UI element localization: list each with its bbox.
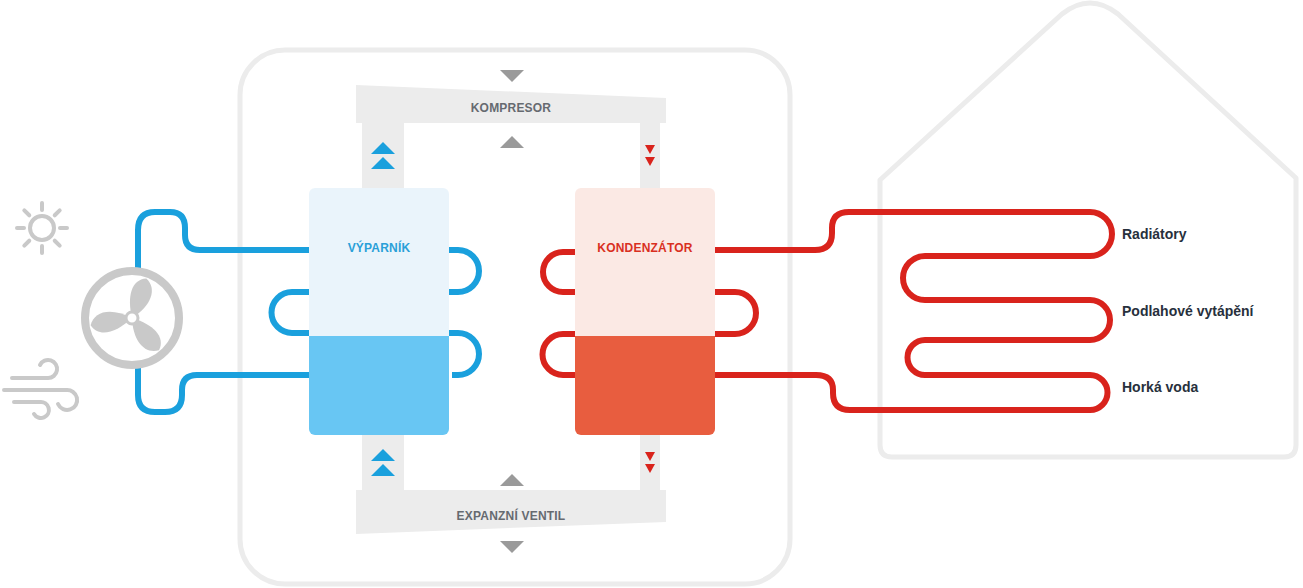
condenser-box: KONDENZÁTOR — [575, 188, 715, 435]
expansion-valve-band: EXPANZNÍ VENTIL — [356, 490, 666, 534]
heating-use-label: Horká voda — [1122, 379, 1198, 395]
node-title: KONDENZÁTOR — [575, 241, 715, 255]
fan-icon — [85, 271, 179, 365]
house-outline — [880, 3, 1296, 457]
flow-arrowhead — [371, 464, 395, 476]
connector-band — [362, 434, 404, 491]
node-title: VÝPARNÍK — [309, 241, 449, 255]
refrigerant-connector — [371, 434, 395, 491]
heating-use-label: Radiátory — [1122, 226, 1187, 242]
flow-arrowhead — [371, 449, 395, 461]
evaporator-box: VÝPARNÍK — [309, 188, 449, 435]
flow-arrowhead — [645, 452, 655, 461]
sun-icon — [17, 203, 67, 253]
refrigerant-connector — [645, 434, 655, 491]
connector-band — [640, 122, 660, 189]
compressor-band: KOMPRESOR — [356, 85, 666, 123]
connector-band — [362, 122, 404, 189]
refrigerant-connector — [645, 122, 655, 189]
heating-use-label: Podlahové vytápění — [1122, 303, 1253, 319]
node-title: EXPANZNÍ VENTIL — [356, 509, 666, 523]
heating-pipe — [705, 212, 1112, 410]
flow-arrowhead — [645, 464, 655, 473]
unit-housing — [240, 50, 790, 584]
flow-arrowhead — [645, 157, 655, 166]
refrigerant-connector — [371, 122, 395, 189]
flow-arrowhead — [645, 145, 655, 154]
flow-arrowhead — [371, 157, 395, 169]
wind-icon — [4, 360, 77, 418]
flow-arrows — [500, 70, 524, 553]
flow-arrowhead — [371, 142, 395, 154]
node-title: KOMPRESOR — [356, 101, 666, 115]
connector-band — [640, 434, 660, 491]
